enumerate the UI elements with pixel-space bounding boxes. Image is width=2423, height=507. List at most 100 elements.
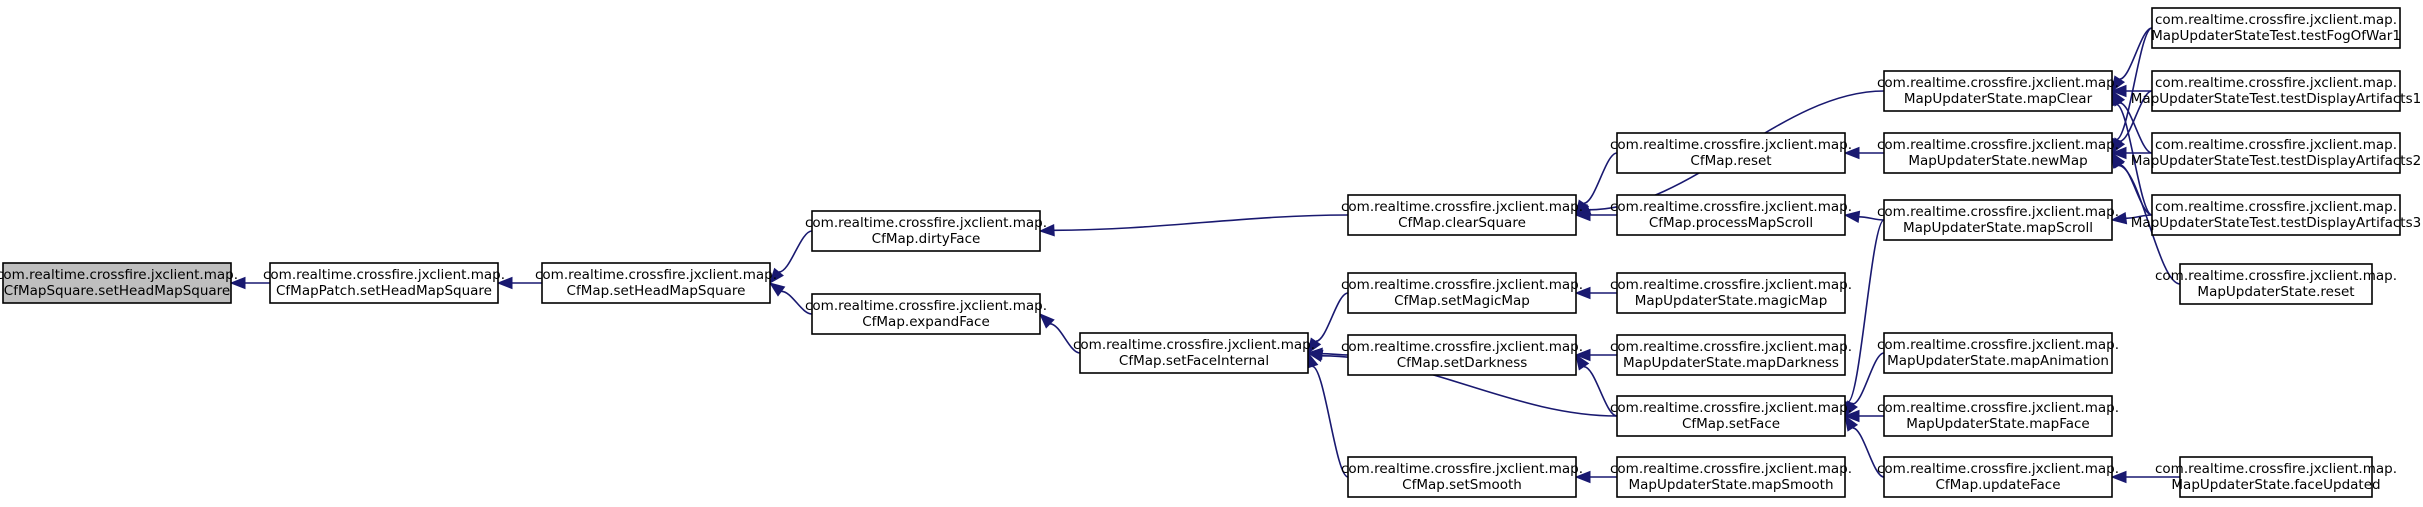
graph-node[interactable]: com.realtime.crossfire.jxclient.map.MapU… xyxy=(1877,395,2119,437)
node-label-line: com.realtime.crossfire.jxclient.map. xyxy=(2155,75,2397,91)
node-label-line: com.realtime.crossfire.jxclient.map. xyxy=(1610,400,1852,416)
edge-n21-to-n17 xyxy=(1852,426,1885,478)
node-box[interactable] xyxy=(269,262,499,304)
graph-node[interactable]: com.realtime.crossfire.jxclient.map.CfMa… xyxy=(1341,456,1583,498)
node-label-line: com.realtime.crossfire.jxclient.map. xyxy=(2155,268,2397,284)
node-label-line: MapUpdaterState.mapSmooth xyxy=(1628,477,1833,493)
graph-node[interactable]: com.realtime.crossfire.jxclient.map.MapU… xyxy=(1877,332,2119,374)
node-box[interactable] xyxy=(1883,199,2113,241)
node-box[interactable] xyxy=(1347,194,1577,236)
node-label-line: com.realtime.crossfire.jxclient.map. xyxy=(263,267,505,283)
node-box[interactable] xyxy=(541,262,771,304)
edge-n17-to-n10 xyxy=(1583,365,1618,417)
arrowhead-n13-to-n7 xyxy=(1843,146,1860,160)
node-label-line: com.realtime.crossfire.jxclient.map. xyxy=(1877,137,2119,153)
node-box[interactable] xyxy=(2151,7,2401,49)
node-label-line: CfMap.setSmooth xyxy=(1402,477,1522,493)
graph-node[interactable]: com.realtime.crossfire.jxclient.map.CfMa… xyxy=(1610,395,1852,437)
node-label-line: com.realtime.crossfire.jxclient.map. xyxy=(805,215,1047,231)
node-box[interactable] xyxy=(1616,456,1846,498)
node-label-line: com.realtime.crossfire.jxclient.map. xyxy=(2155,199,2397,215)
edge-n25-to-n13 xyxy=(2119,163,2153,216)
graph-node[interactable]: com.realtime.crossfire.jxclient.map.MapU… xyxy=(1610,456,1852,498)
node-box[interactable] xyxy=(1883,395,2113,437)
arrowhead-n4-to-n2 xyxy=(768,282,786,297)
graph-node[interactable]: com.realtime.crossfire.jxclient.map.MapU… xyxy=(1610,334,1852,376)
arrowhead-n20-to-n17 xyxy=(1843,409,1860,423)
node-label-line: com.realtime.crossfire.jxclient.map. xyxy=(1877,461,2119,477)
node-label-line: MapUpdaterState.mapDarkness xyxy=(1623,355,1839,371)
graph-node[interactable]: com.realtime.crossfire.jxclient.map.MapU… xyxy=(1877,70,2119,112)
root-node[interactable]: com.realtime.crossfire.jxclient.map.CfMa… xyxy=(0,262,238,304)
node-label-line: MapUpdaterState.reset xyxy=(2197,284,2354,300)
graph-node[interactable]: com.realtime.crossfire.jxclient.map.CfMa… xyxy=(1877,456,2119,498)
node-box[interactable] xyxy=(2151,132,2401,174)
arrowhead-n1-to-n0 xyxy=(229,276,246,290)
node-label-line: MapUpdaterState.newMap xyxy=(1908,153,2087,169)
node-label-line: com.realtime.crossfire.jxclient.map. xyxy=(1341,199,1583,215)
node-label-line: CfMap.dirtyFace xyxy=(872,231,981,247)
graph-node[interactable]: com.realtime.crossfire.jxclient.map.MapU… xyxy=(2131,194,2421,236)
graph-node[interactable]: com.realtime.crossfire.jxclient.map.MapU… xyxy=(2131,70,2421,112)
graph-node[interactable]: com.realtime.crossfire.jxclient.map.MapU… xyxy=(2155,263,2397,305)
graph-node[interactable]: com.realtime.crossfire.jxclient.map.CfMa… xyxy=(1610,194,1852,236)
graph-node[interactable]: com.realtime.crossfire.jxclient.map.MapU… xyxy=(1877,132,2119,174)
node-box[interactable] xyxy=(2179,456,2373,498)
node-box[interactable] xyxy=(1347,334,1577,376)
node-box[interactable] xyxy=(1883,132,2113,174)
graph-node[interactable]: com.realtime.crossfire.jxclient.map.CfMa… xyxy=(263,262,505,304)
node-box[interactable] xyxy=(2,262,232,304)
node-box[interactable] xyxy=(1616,272,1846,314)
node-box[interactable] xyxy=(2151,194,2401,236)
graph-node[interactable]: com.realtime.crossfire.jxclient.map.CfMa… xyxy=(1073,332,1315,374)
edge-n11-to-n6 xyxy=(1311,365,1349,478)
node-box[interactable] xyxy=(811,210,1041,252)
node-label-line: com.realtime.crossfire.jxclient.map. xyxy=(1610,137,1852,153)
graph-node[interactable]: com.realtime.crossfire.jxclient.map.CfMa… xyxy=(1341,194,1583,236)
graph-node[interactable]: com.realtime.crossfire.jxclient.map.MapU… xyxy=(2155,456,2397,498)
node-label-line: com.realtime.crossfire.jxclient.map. xyxy=(2155,137,2397,153)
arrowhead-n9-to-n6 xyxy=(1307,337,1322,355)
node-label-line: MapUpdaterState.mapAnimation xyxy=(1887,353,2109,369)
arrowhead-n14-to-n8 xyxy=(1843,210,1861,224)
node-box[interactable] xyxy=(1883,456,2113,498)
arrowhead-n18-to-n11 xyxy=(1574,470,1591,484)
graph-node[interactable]: com.realtime.crossfire.jxclient.map.CfMa… xyxy=(535,262,777,304)
node-box[interactable] xyxy=(1347,272,1577,314)
node-label-line: com.realtime.crossfire.jxclient.map. xyxy=(805,298,1047,314)
arrowhead-n21-to-n17 xyxy=(1844,414,1859,432)
node-label-line: CfMap.setDarkness xyxy=(1397,355,1528,371)
node-box[interactable] xyxy=(1883,70,2113,112)
graph-node[interactable]: com.realtime.crossfire.jxclient.map.CfMa… xyxy=(805,293,1047,335)
node-box[interactable] xyxy=(1616,132,1846,174)
node-label-line: com.realtime.crossfire.jxclient.map. xyxy=(535,267,777,283)
node-label-line: com.realtime.crossfire.jxclient.map. xyxy=(1610,339,1852,355)
graph-node[interactable]: com.realtime.crossfire.jxclient.map.MapU… xyxy=(1877,199,2119,241)
nodes-layer: com.realtime.crossfire.jxclient.map.CfMa… xyxy=(0,7,2421,498)
node-box[interactable] xyxy=(2151,70,2401,112)
graph-node[interactable]: com.realtime.crossfire.jxclient.map.CfMa… xyxy=(1341,334,1583,376)
node-box[interactable] xyxy=(1347,456,1577,498)
node-box[interactable] xyxy=(1616,395,1846,437)
node-label-line: CfMapSquare.setHeadMapSquare xyxy=(4,283,230,299)
graph-node[interactable]: com.realtime.crossfire.jxclient.map.MapU… xyxy=(2151,7,2401,49)
edge-n4-to-n2 xyxy=(781,290,813,315)
graph-node[interactable]: com.realtime.crossfire.jxclient.map.CfMa… xyxy=(805,210,1047,252)
graph-node[interactable]: com.realtime.crossfire.jxclient.map.CfMa… xyxy=(1341,272,1583,314)
edge-n5-to-n3 xyxy=(1053,214,1349,232)
graph-node[interactable]: com.realtime.crossfire.jxclient.map.MapU… xyxy=(2131,132,2421,174)
graph-node[interactable]: com.realtime.crossfire.jxclient.map.MapU… xyxy=(1610,272,1852,314)
node-box[interactable] xyxy=(1079,332,1309,374)
node-box[interactable] xyxy=(1616,194,1846,236)
node-label-line: CfMapPatch.setHeadMapSquare xyxy=(276,283,492,299)
node-box[interactable] xyxy=(1883,332,2113,374)
node-box[interactable] xyxy=(1616,334,1846,376)
node-label-line: com.realtime.crossfire.jxclient.map. xyxy=(1610,277,1852,293)
edge-n22-to-n13 xyxy=(2115,27,2153,141)
edge-n14-to-n17 xyxy=(1846,219,1885,404)
node-label-line: com.realtime.crossfire.jxclient.map. xyxy=(1610,199,1852,215)
node-label-line: com.realtime.crossfire.jxclient.map. xyxy=(1341,339,1583,355)
graph-node[interactable]: com.realtime.crossfire.jxclient.map.CfMa… xyxy=(1610,132,1852,174)
node-box[interactable] xyxy=(2179,263,2373,305)
node-box[interactable] xyxy=(811,293,1041,335)
